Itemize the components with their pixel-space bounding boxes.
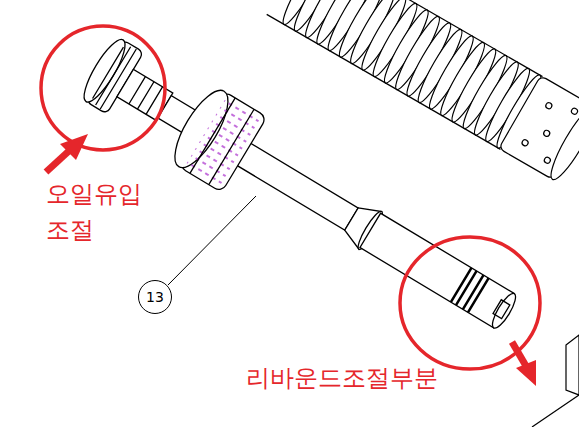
highlight-circle xyxy=(400,237,540,369)
adjacent-part xyxy=(566,335,579,395)
highlight-circle xyxy=(41,26,165,150)
pointer-arrow xyxy=(46,134,88,172)
callout-text: 13 xyxy=(146,289,164,305)
callout-number: 13 xyxy=(138,280,172,314)
pointer-arrow xyxy=(512,342,536,386)
part-edge xyxy=(532,395,579,427)
leader-line xyxy=(168,196,256,285)
damper-rod xyxy=(73,28,531,352)
spring xyxy=(267,0,579,184)
annotation-label: 오일유입 조절 xyxy=(46,176,158,248)
annotation-label: 리바운드조절부분 xyxy=(246,360,486,396)
